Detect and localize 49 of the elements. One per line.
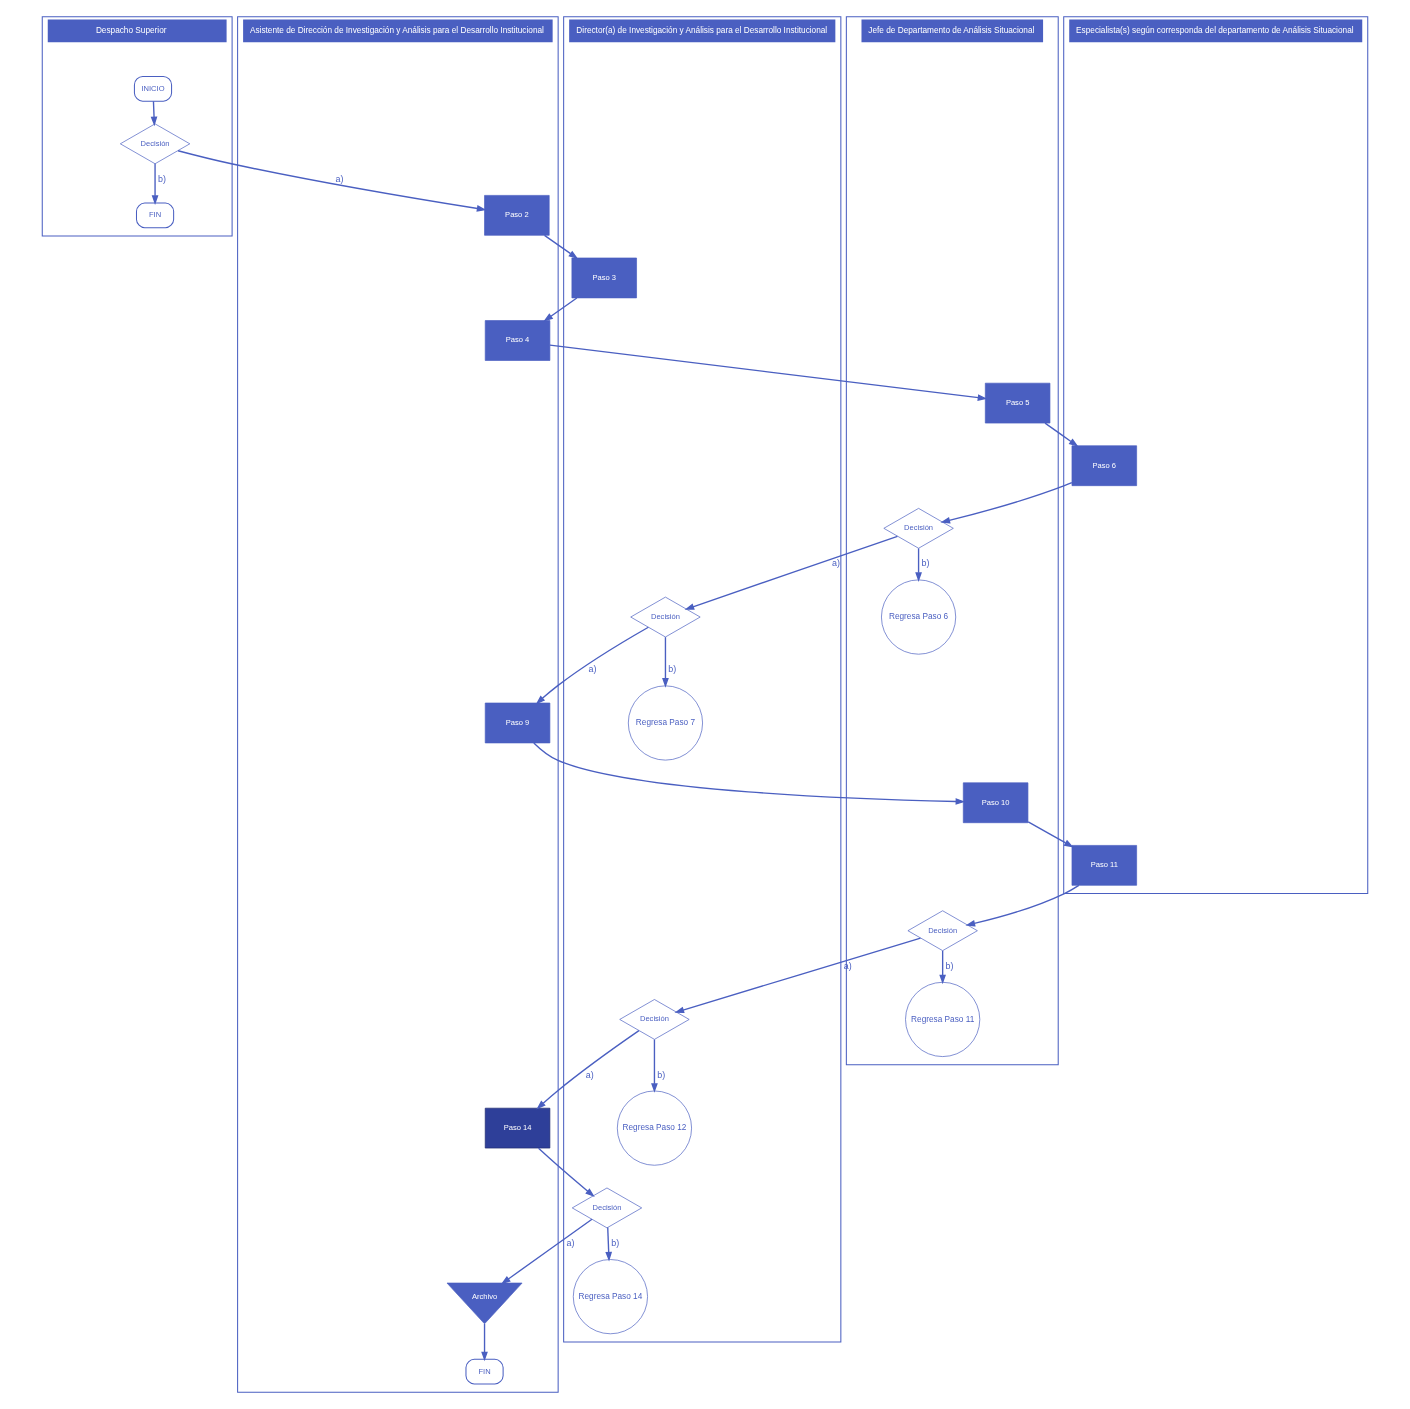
arrow bbox=[674, 937, 922, 1014]
node-box: Paso 6 bbox=[1071, 445, 1137, 486]
arrow bbox=[537, 1147, 595, 1198]
arrow bbox=[151, 163, 159, 205]
arrow bbox=[915, 547, 922, 582]
node-box: Paso 14 bbox=[484, 1107, 551, 1149]
arrow bbox=[684, 535, 899, 610]
node-box: Paso 4 bbox=[484, 320, 551, 361]
arrow bbox=[481, 1323, 488, 1362]
edge-label: b) bbox=[945, 960, 954, 971]
arrow bbox=[150, 100, 158, 127]
node-box: Paso 11 bbox=[1071, 845, 1137, 886]
arrow bbox=[533, 742, 966, 805]
arrow bbox=[965, 884, 1080, 927]
node-diamond: Decisión bbox=[619, 999, 690, 1040]
edge-label: a) bbox=[566, 1238, 575, 1249]
arrow bbox=[177, 150, 487, 212]
arrow bbox=[605, 1226, 613, 1262]
arrow bbox=[662, 636, 669, 688]
arrow bbox=[940, 481, 1073, 524]
edge-label: b) bbox=[921, 558, 930, 569]
node-diamond: Decisión bbox=[630, 596, 701, 638]
arrow bbox=[939, 950, 947, 985]
node-box: Paso 3 bbox=[571, 257, 637, 299]
node-box: Paso 5 bbox=[984, 382, 1051, 424]
edge-label: a) bbox=[585, 1069, 594, 1080]
node-box: INICIO bbox=[133, 75, 173, 102]
edge-label: b) bbox=[157, 173, 166, 184]
arrow bbox=[543, 297, 578, 322]
node-box: FIN bbox=[135, 202, 175, 229]
arrow bbox=[549, 344, 988, 401]
arrow bbox=[1044, 422, 1079, 447]
edge-label: a) bbox=[832, 558, 841, 569]
edge-label: b) bbox=[611, 1238, 620, 1249]
edge-label: b) bbox=[657, 1069, 666, 1080]
arrow bbox=[1027, 821, 1074, 848]
edge-label: a) bbox=[335, 173, 344, 184]
arrow bbox=[535, 626, 650, 705]
node-box: Paso 2 bbox=[484, 195, 550, 236]
arrow bbox=[543, 234, 579, 259]
edge-label: b) bbox=[668, 664, 677, 675]
node-box: FIN bbox=[465, 1358, 504, 1385]
node-diamond: Decisión bbox=[120, 123, 191, 165]
arrow bbox=[536, 1030, 640, 1110]
node-box: Paso 9 bbox=[484, 702, 551, 744]
node-box: Paso 10 bbox=[962, 782, 1029, 824]
arrow bbox=[500, 1218, 593, 1285]
arrow bbox=[651, 1038, 658, 1093]
edge-label: a) bbox=[588, 664, 597, 675]
